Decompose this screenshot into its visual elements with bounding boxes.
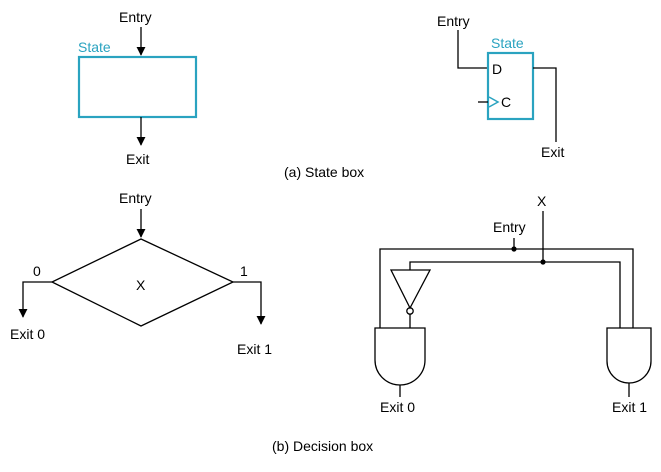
decision-circuit-inverter (389, 269, 432, 310)
state-circuit-entry-label: Entry (437, 13, 470, 29)
decision-chart-branch-0-label: 0 (33, 263, 41, 279)
state-chart-state-label: State (78, 39, 111, 55)
state-circuit-state-label: State (491, 35, 524, 51)
state-circuit-clock-triangle (488, 96, 500, 108)
state-circuit-exit-label: Exit (541, 144, 564, 160)
state-box-chart: Entry State Exit (77, 9, 198, 167)
state-chart-entry-label: Entry (119, 9, 152, 25)
decision-circuit-entry-bus-right (514, 248, 634, 328)
decision-circuit-and-gate-1 (606, 327, 652, 384)
state-chart-exit-label: Exit (126, 151, 149, 167)
decision-chart-exit-0-label: Exit 0 (10, 326, 45, 342)
decision-chart-condition-label: X (136, 277, 146, 293)
decision-circuit-x-bus-left (409, 261, 543, 270)
state-circuit-c-label: C (501, 94, 511, 110)
decision-box-caption: (b) Decision box (272, 438, 373, 454)
decision-box-circuit: X Entry Exit 0 Exit 1 (374, 193, 652, 415)
state-circuit-entry-wire (457, 30, 488, 69)
decision-circuit-entry-label: Entry (493, 219, 526, 235)
decision-chart-entry-label: Entry (119, 190, 152, 206)
decision-circuit-x-label: X (537, 193, 547, 209)
decision-box-chart: Entry X 0 Exit 0 1 Exit 1 (10, 190, 272, 357)
decision-circuit-x-bus-right (543, 261, 621, 328)
decision-circuit-and-gate-0 (374, 327, 426, 386)
decision-chart-branch-1-label: 1 (240, 263, 248, 279)
decision-circuit-entry-bus-left (379, 248, 514, 328)
state-chart-box (77, 55, 198, 119)
decision-chart-exit-1-label: Exit 1 (237, 341, 272, 357)
decision-chart-diamond (50, 238, 235, 327)
state-box-caption: (a) State box (284, 164, 364, 180)
state-box-circuit: Entry State D C Exit (437, 13, 564, 160)
state-circuit-exit-wire (533, 67, 557, 142)
decision-circuit-exit-1-label: Exit 1 (612, 399, 647, 415)
decision-chart-exit-0-arrow (18, 281, 52, 318)
state-circuit-flipflop (486, 51, 535, 121)
decision-circuit-exit-0-label: Exit 0 (380, 399, 415, 415)
state-circuit-d-label: D (492, 61, 502, 77)
decision-chart-exit-1-arrow (233, 281, 266, 325)
